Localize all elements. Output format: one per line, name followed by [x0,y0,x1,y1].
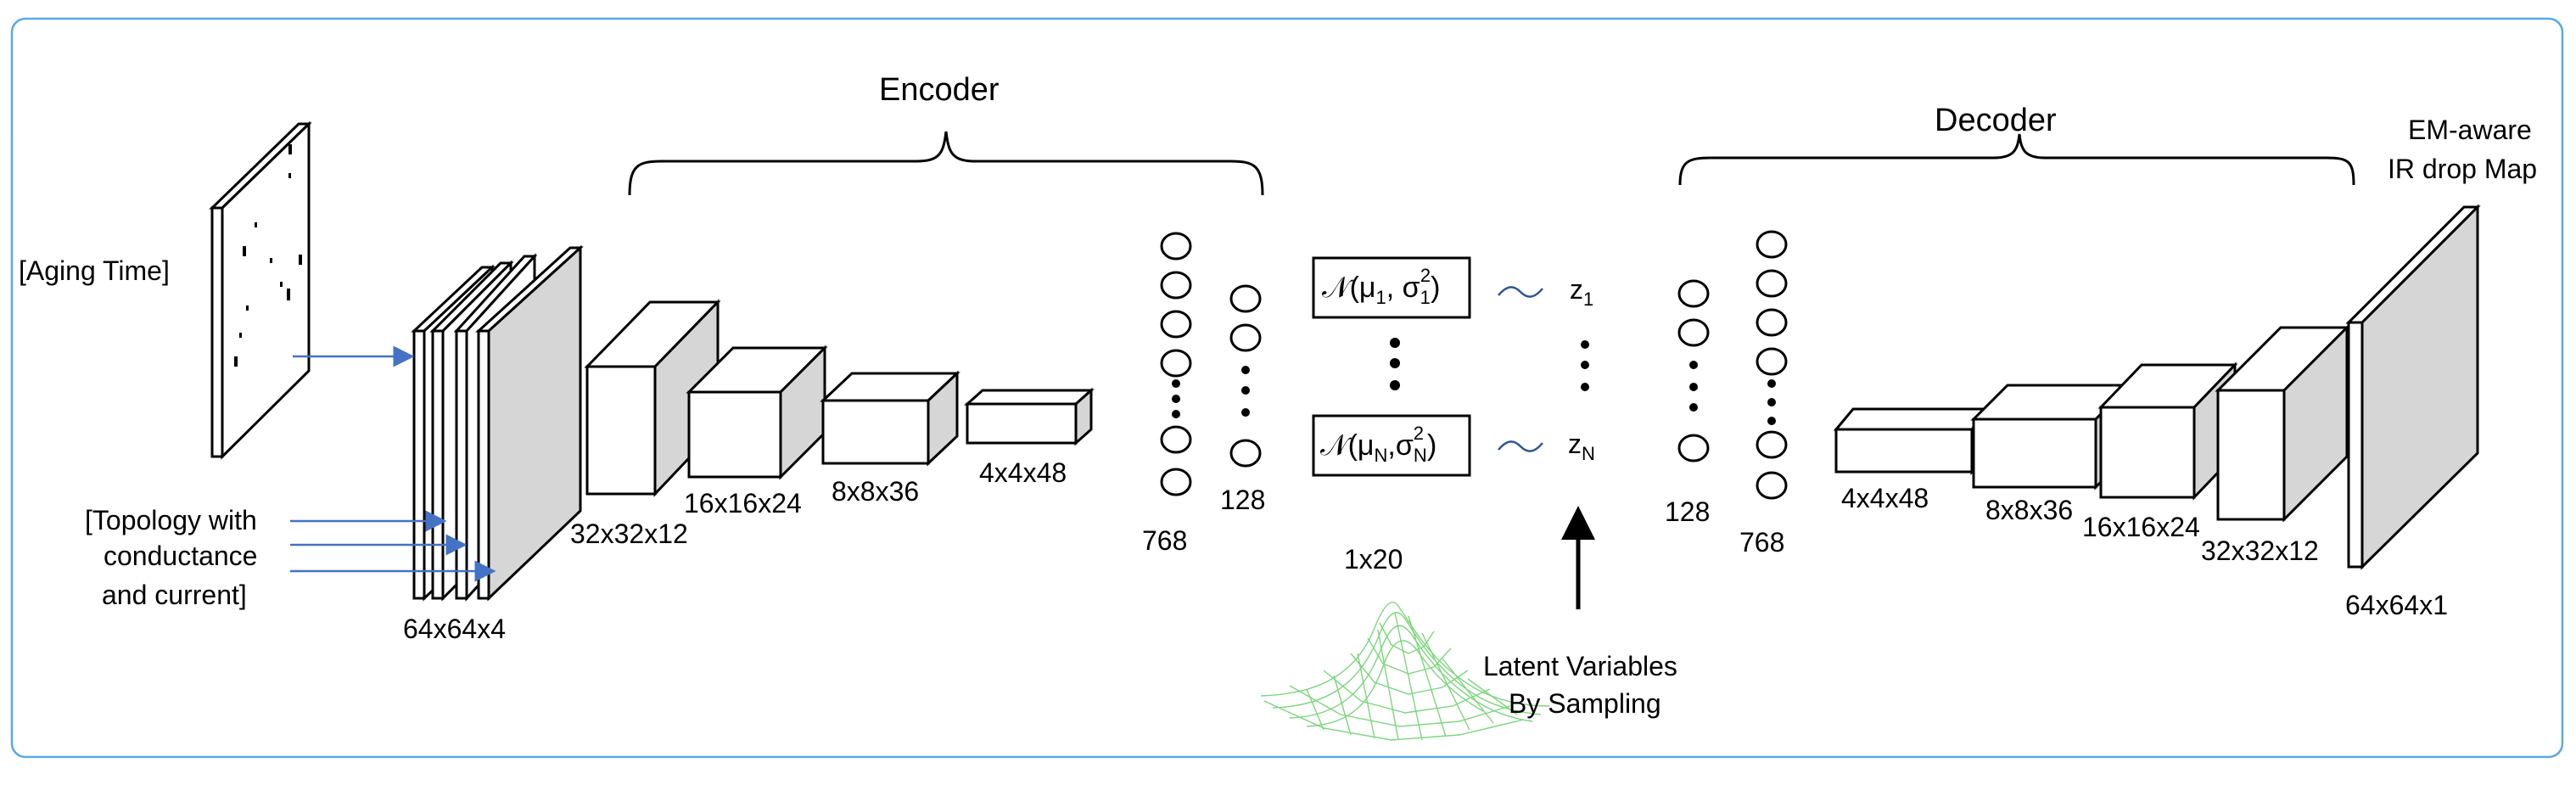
enc-fc1-label: 768 [1142,525,1187,556]
input-dims-label: 64x64x4 [403,614,506,644]
dec-fc2-label: 768 [1739,527,1784,558]
topology-label: [Topology with conductance and current] [85,505,257,610]
sampling-label-line-1: Latent Variables [1483,651,1677,681]
decoder-brace [1678,133,2355,186]
zn-label: zN [1568,429,1595,464]
distribution-dots [1390,338,1400,390]
encoder-block-32x32x12 [584,299,721,497]
encoder-block-8x8x36 [820,370,960,467]
dec3-dims-label: 16x16x24 [2082,512,2200,542]
enc2-dims-label: 16x16x24 [684,488,802,519]
decoder-block-16x16x24 [2097,362,2238,501]
enc-fc2-label: 128 [1220,485,1265,515]
z1-label: z1 [1570,274,1593,310]
aging-time-map [209,121,312,460]
input-slab-4 [475,244,584,602]
aging-time-label: [Aging Time] [19,255,170,286]
svg-text:[Topology with: [Topology with [85,505,257,535]
distribution-n-text: 𝒩(μN,σN2) [1320,423,1436,466]
encoder-fc-128-column [1229,284,1262,468]
decoder-fc-128-column [1677,279,1710,462]
tilde-1 [1498,286,1543,298]
encoder-fc-768-column [1160,232,1192,496]
encoder-title: Encoder [879,72,1000,108]
output-title-line-1: EM-aware [2408,115,2532,145]
dec4-dims-label: 32x32x12 [2201,535,2319,566]
encoder-brace [628,131,1264,196]
dec2-dims-label: 8x8x36 [1985,495,2073,525]
dec1-dims-label: 4x4x48 [1841,483,1929,513]
decoder-block-32x32x12 [2215,324,2350,523]
enc1-dims-label: 32x32x12 [570,519,688,549]
dec-fc1-label: 128 [1665,496,1710,527]
latent-dims-label: 1x20 [1344,544,1403,575]
encoder-fc-768-dots [1172,379,1180,418]
output-ir-drop-map [2345,204,2481,570]
svg-text:and current]: and current] [102,580,247,610]
gaussian-surface-icon [1260,602,1550,741]
distribution-box-1 [1312,256,1471,319]
encoder-block-4x4x48 [964,387,1095,446]
decoder-block-4x4x48 [1833,405,1992,476]
decoder-fc-128-dots [1689,361,1698,412]
svg-text:conductance: conductance [104,541,257,571]
output-dims-label: 64x64x1 [2345,590,2448,620]
output-title-line-2: IR drop Map [2388,154,2537,184]
tilde-n [1498,440,1543,452]
z-dots [1581,340,1589,391]
decoder-fc-768-column [1756,230,1788,500]
distribution-1-text: 𝒩(μ1, σ12) [1322,265,1440,308]
encoder-fc-128-dots [1241,366,1250,417]
decoder-fc-768-dots [1767,379,1776,425]
distribution-box-n [1312,414,1471,477]
decoder-title: Decoder [1935,103,2057,138]
input-tensor-stack [411,244,584,602]
sampling-label-line-2: By Sampling [1509,688,1661,719]
outer-frame [10,17,2564,759]
enc4-dims-label: 4x4x48 [979,457,1067,488]
enc3-dims-label: 8x8x36 [832,476,919,507]
encoder-block-16x16x24 [686,345,828,480]
